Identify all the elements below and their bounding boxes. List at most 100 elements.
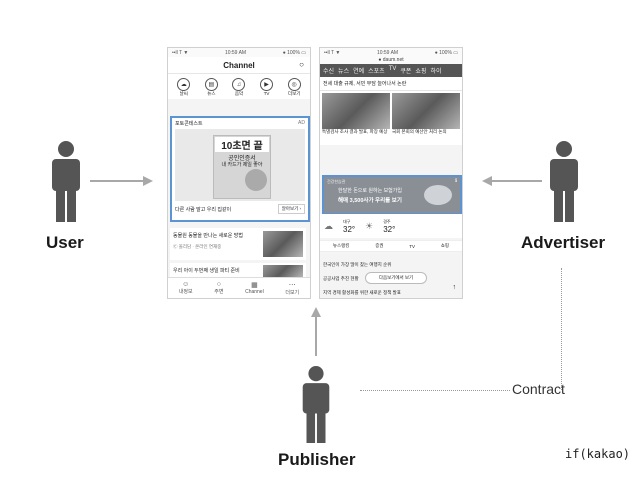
nav-item-more[interactable]: ⋯더보기 [285,281,299,296]
publisher-label: Publisher [278,450,356,469]
list-item[interactable]: 지역 경제 활성화를 위한 새로운 정책 발표 [323,290,401,295]
channel-ad-card[interactable]: 포토콘테스트 AD 10초면 끝 공인인증서 내 카드가 제일 좋아 다른 사람… [170,116,310,222]
publisher-arrow-head [311,307,321,317]
channel-icon-news[interactable]: ▤뉴스 [204,78,218,97]
news-icon: ▤ [204,78,218,91]
status-bar: ••ll T ▼ 10:59 AM ● 100% ▭ [168,48,310,57]
icon-label: 뉴스 [207,91,216,96]
contract-line-horizontal [360,390,510,391]
ad-line-1: 한달한 돈으로 원하는 보험가입 [338,188,402,194]
icon-label: 날씨 [179,91,188,96]
channel-icon-row: ☁날씨 ▤뉴스 ♫음악 ▶TV ◎더보기 [168,74,310,99]
nav-label: 더보기 [285,289,300,296]
list-item[interactable]: 우리 아이 두번째 생일 파티 준비 [170,263,306,279]
contract-line-vertical [561,268,562,390]
list-item-thumbnail [263,265,303,277]
subtab[interactable]: 쇼핑 [440,243,450,248]
refresh-icon[interactable]: ○ [299,60,304,69]
news-caption: 국회 본회의 예산안 처리 논의 [392,129,447,134]
news-card[interactable]: 특별검사 조사 결과 발표, 파장 예상 [322,93,390,143]
advertiser-arrow-head [482,176,492,186]
list-item-text: 우리 아이 두번째 생일 파티 준비 [173,268,240,274]
list-item-meta: Ⓒ 올리담 · 온라인 연재중 [173,244,222,249]
subtab[interactable]: 증권 [375,243,384,248]
ad-header: 포토콘테스트 [175,121,203,127]
play-icon: ▶ [260,78,274,91]
daum-phone-screen: ••ll T ▼ 10:59 AM ● 100% ▭ ● daum.net 수신… [319,47,463,299]
icon-label: 음악 [234,91,244,96]
channel-icon-more[interactable]: ◎더보기 [287,78,301,97]
temperature: 32° [343,224,356,234]
nav-label: 주변 [214,289,224,295]
news-photo [392,93,460,129]
dots-icon: ⋯ [288,281,296,289]
icon-label: 더보기 [287,91,301,96]
city-name: 경주 [383,218,391,224]
scroll-top-icon[interactable]: ↑ [452,284,457,291]
ad-cta-button[interactable]: 알아보기 › [277,204,305,214]
subtab[interactable]: TV [409,243,416,249]
cloud-icon: ☁ [324,220,333,231]
channel-phone-screen: ••ll T ▼ 10:59 AM ● 100% ▭ Channel ○ ☁날씨… [167,47,311,299]
nav-item-profile[interactable]: ☺내정보 [179,281,193,295]
list-item[interactable]: 공공사업 추진 현황 [323,276,359,281]
contract-label: Contract [512,381,565,397]
subtab[interactable]: 뉴스랭킹 [332,243,350,248]
daum-tab-bar: 수신 뉴스 연예 스포츠 TV 쿠폰 쇼핑 하이 [320,64,462,77]
list-item[interactable]: 한국인이 가장 많이 찾는 여행지 순위 [323,262,392,267]
chat-icon: ○ [216,281,221,288]
tab-coupon[interactable]: 쿠폰 [400,69,412,75]
ad-caption: 다른 사람 말고 우리 집같이 [175,206,232,213]
channel-icon-weather[interactable]: ☁날씨 [177,78,191,97]
ad-tag: 건강한습관 [327,179,346,184]
ad-image: 10초면 끝 공인인증서 내 카드가 제일 좋아 [175,129,305,201]
list-item-thumbnail [263,231,303,257]
news-card[interactable]: 국회 본회의 예산안 처리 논의 [392,93,460,143]
tab-shopping[interactable]: 쇼핑 [415,69,427,75]
nav-item-nearby[interactable]: ○주변 [214,281,223,295]
tab-entertainment[interactable]: 연예 [353,69,365,75]
url-bar[interactable]: ● daum.net [320,57,462,64]
list-item[interactable]: 동물원 동물을 만나는 새로운 방법 Ⓒ 올리담 · 온라인 연재중 [170,228,306,260]
user-arrow-head [143,176,153,186]
nav-item-channel[interactable]: ▦Channel [245,281,264,295]
more-icon: ◎ [287,78,301,91]
tab-sports[interactable]: 스포츠 [368,69,385,75]
battery-indicator: ● 100% ▭ [434,49,458,56]
tab-news[interactable]: 뉴스 [338,69,350,75]
channel-icon-tv[interactable]: ▶TV [260,78,274,97]
ad-subline-2: 내 카드가 제일 좋아 [221,162,263,168]
music-icon: ♫ [232,78,246,91]
signal-indicator: ••ll T ▼ [172,49,189,56]
news-caption: 특별검사 조사 결과 발표, 파장 예상 [322,129,388,134]
tab-mail[interactable]: 수신 [323,69,335,75]
status-bar: ••ll T ▼ 10:59 AM ● 100% ▭ [320,48,462,57]
clock: 10:59 AM [224,49,247,56]
clock: 10:59 AM [376,49,399,56]
daum-ad-banner[interactable]: 건강한습관 ℹ 한달한 돈으로 원하는 보험가입 해매 3,500사가 우리를 … [322,175,462,215]
top-headline[interactable]: 전세 대출 규제, 서민 부담 늘어나서 논란 [320,77,462,91]
advertiser-label: Advertiser [521,233,606,252]
battery-indicator: ● 100% ▭ [282,49,306,56]
bottom-nav: ☺내정보 ○주변 ▦Channel ⋯더보기 [168,277,310,298]
channel-title: Channel [223,60,255,70]
ad-line-2: 해매 3,500사가 우리를 보기 [338,198,402,204]
user-label: User [46,233,84,252]
nav-label: Channel [245,289,264,295]
user-arrow [90,180,145,182]
signal-indicator: ••ll T ▼ [324,49,341,56]
user-person-icon [52,141,80,222]
ad-flower-graphic [424,185,452,205]
sun-cloud-icon: ☀ [365,220,374,231]
list-item-text: 동물원 동물을 만나는 새로운 방법 [173,233,243,239]
brand-logo: if(kakao) [565,447,631,461]
floating-popup[interactable]: 다음보기에서 보기 [365,272,427,284]
weather-icon: ☁ [177,78,191,91]
tab-tv[interactable]: TV [388,66,397,72]
grid-icon: ▦ [251,282,258,289]
info-icon[interactable]: ℹ [455,178,457,184]
channel-icon-music[interactable]: ♫음악 [232,78,246,97]
tab-more[interactable]: 하이 [430,69,442,75]
